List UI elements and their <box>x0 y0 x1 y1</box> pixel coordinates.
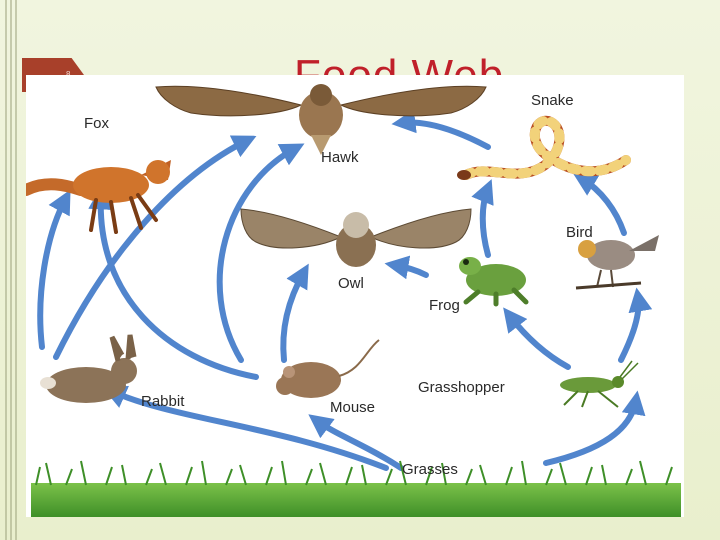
label-mouse: Mouse <box>330 399 376 416</box>
snake-illustration <box>457 115 631 180</box>
arrow-mouse-owl <box>280 263 309 363</box>
rabbit-illustration <box>40 334 137 403</box>
arrow-mouse-fox <box>88 185 259 380</box>
arrow-snake-hawk <box>391 109 491 150</box>
label-bird: Bird <box>566 224 593 241</box>
bird-illustration <box>575 235 659 290</box>
food-web-diagram: Hawk Snake Fox Owl Bird Frog Rabbit Mous… <box>26 75 684 517</box>
arrow-grasses-rabbit <box>102 385 389 471</box>
label-frog: Frog <box>429 297 460 314</box>
arrow-frog-owl <box>384 255 429 280</box>
food-web-graphics <box>26 84 681 517</box>
label-hawk: Hawk <box>321 149 359 166</box>
frog-illustration <box>459 257 529 307</box>
label-owl: Owl <box>338 275 364 292</box>
slide-title: Food Web <box>294 51 505 76</box>
arrow-grasshopper-frog <box>503 307 571 370</box>
label-rabbit: Rabbit <box>141 393 185 410</box>
arrow-rabbit-hawk <box>53 135 257 360</box>
arrow-grasses-grasshopper <box>543 390 646 466</box>
grasses-illustration <box>31 460 681 517</box>
label-snake: Snake <box>531 92 574 109</box>
arrow-grasshopper-bird <box>618 287 653 363</box>
owl-illustration <box>240 208 472 267</box>
label-grasshopper: Grasshopper <box>418 379 505 396</box>
arrow-grasses-mouse <box>308 414 404 471</box>
label-grasses: Grasses <box>402 461 458 478</box>
label-fox: Fox <box>84 115 110 132</box>
arrow-mouse-hawk <box>216 143 305 363</box>
fox-illustration <box>26 160 171 234</box>
arrow-frog-snake <box>471 179 494 258</box>
slide-number: 8 <box>66 70 70 79</box>
hawk-illustration <box>155 84 487 155</box>
grasshopper-illustration <box>560 360 639 408</box>
arrow-rabbit-fox <box>37 189 71 350</box>
decorative-rails <box>5 0 17 540</box>
arrow-bird-snake <box>572 173 627 236</box>
mouse-illustration <box>276 339 380 398</box>
